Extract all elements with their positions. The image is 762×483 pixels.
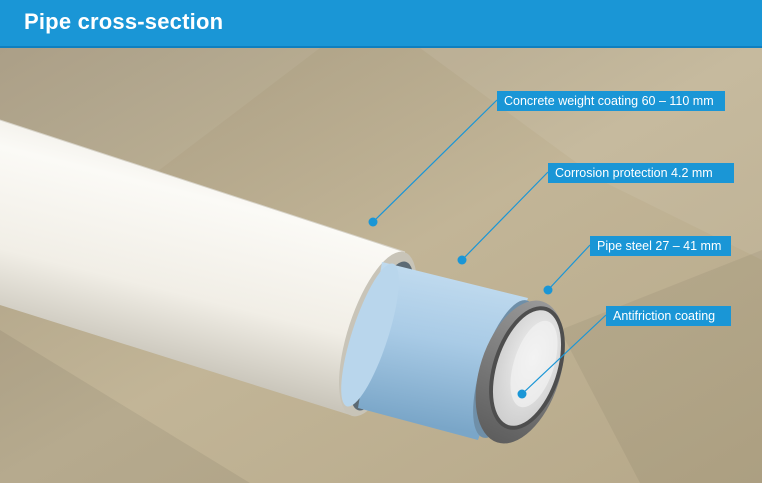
leader-antifriction [521,314,607,395]
leader-concrete [372,99,498,223]
callout-antifriction-coating: Antifriction coating [606,306,731,326]
dot-corrosion [457,255,467,265]
background-facet [0,330,250,483]
callout-pipe-steel: Pipe steel 27 – 41 mm [590,236,731,256]
concrete-top-edge [0,119,406,253]
leader-lines [372,99,607,395]
dot-antifriction [517,389,527,399]
page-title: Pipe cross-section [24,9,224,34]
leader-corrosion [461,171,549,261]
concrete-coating-body [0,120,405,415]
dot-concrete [368,217,378,227]
callout-concrete-weight-coating: Concrete weight coating 60 – 110 mm [497,91,725,111]
leader-dots [368,217,553,399]
header-bar: Pipe cross-section [0,0,762,48]
callout-corrosion-protection: Corrosion protection 4.2 mm [548,163,734,183]
bore-highlight [510,320,558,408]
dot-steel [543,285,553,295]
corrosion-protection-left [341,263,399,407]
pipe-illustration [0,48,762,483]
leader-steel [547,244,591,291]
